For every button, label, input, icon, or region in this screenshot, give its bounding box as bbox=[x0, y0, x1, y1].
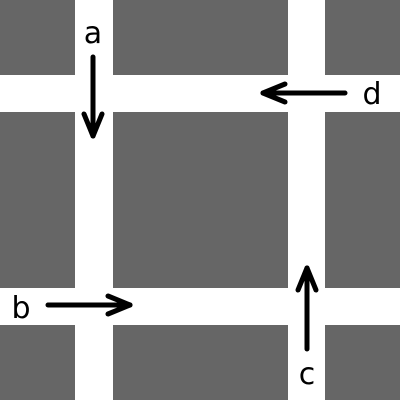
city-block bbox=[0, 112, 75, 288]
arrow-d: d bbox=[260, 77, 382, 112]
arrow-label-d: d bbox=[362, 77, 381, 112]
arrow-down-icon bbox=[81, 54, 105, 139]
city-block bbox=[113, 112, 288, 288]
city-block bbox=[0, 325, 75, 400]
arrow-c: c bbox=[295, 265, 319, 392]
arrow-a: a bbox=[81, 16, 105, 139]
city-block bbox=[325, 112, 400, 288]
arrow-label-b: b bbox=[11, 291, 30, 326]
city-block bbox=[0, 0, 75, 75]
arrow-b: b bbox=[11, 291, 133, 326]
arrow-label-c: c bbox=[299, 357, 316, 392]
city-block bbox=[325, 0, 400, 75]
city-block bbox=[113, 325, 288, 400]
arrow-left-icon bbox=[260, 81, 348, 105]
arrow-right-icon bbox=[45, 293, 133, 317]
city-block bbox=[113, 0, 288, 75]
arrow-label-a: a bbox=[84, 16, 102, 51]
arrow-up-icon bbox=[295, 265, 319, 352]
city-block bbox=[325, 325, 400, 400]
